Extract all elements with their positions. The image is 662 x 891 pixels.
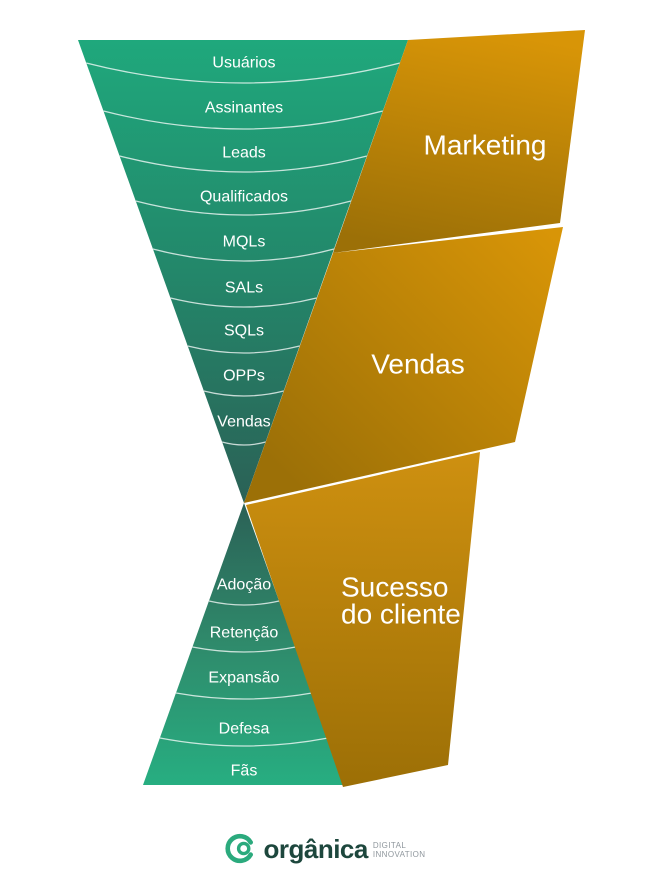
band-label: do cliente [341, 599, 461, 630]
funnel-stage-label: SALs [225, 280, 263, 297]
funnel-bottom-cone [143, 503, 345, 785]
funnel-divider-line [86, 62, 401, 84]
funnel-stage-label: Usuários [212, 55, 275, 72]
band-vendas [244, 227, 563, 503]
funnel-stage-label: SQLs [224, 323, 264, 340]
brand-footer: orgânica DIGITAL INNOVATION [224, 833, 425, 864]
band-marketing [333, 30, 585, 253]
funnel-divider-line [159, 737, 329, 747]
funnel-divider-line [203, 390, 284, 397]
funnel-stage-label: OPPs [223, 368, 265, 385]
funnel-divider-line [208, 600, 280, 606]
funnel-divider-line [135, 200, 352, 216]
organica-logo-icon [225, 833, 253, 864]
brand-name: orgânica [263, 833, 368, 864]
funnel-stage-label: Leads [222, 145, 266, 162]
band-label: Vendas [371, 349, 464, 380]
funnel-stage-label: MQLs [223, 234, 266, 251]
brand-tagline: DIGITAL INNOVATION [373, 841, 426, 859]
tagline-line1: DIGITAL [372, 841, 407, 850]
funnel-stage-label: Defesa [219, 721, 270, 738]
funnel-divider-line [170, 297, 317, 308]
funnel-top-cone [78, 40, 408, 503]
funnel-stage-label: Vendas [217, 414, 270, 431]
funnel-divider-line [119, 155, 368, 173]
band-label: Marketing [424, 130, 547, 161]
tagline-line2: INNOVATION [372, 850, 426, 859]
funnel-stage-label: Expansão [208, 670, 279, 687]
funnel-bottom-dividers [159, 600, 329, 747]
funnel-stage-label: Assinantes [205, 100, 283, 117]
funnel-top-stage-labels: UsuáriosAssinantesLeadsQualificadosMQLsS… [200, 55, 288, 431]
funnel-divider-line [103, 110, 384, 130]
funnel-stage-label: Qualificados [200, 189, 288, 206]
funnel-stage-label: Retenção [210, 625, 279, 642]
band-label: Sucesso [341, 572, 448, 603]
funnel-divider-line [221, 441, 266, 446]
band-sucesso [246, 452, 480, 787]
funnel-divider-line [175, 692, 313, 700]
funnel-stage-label: Adoção [217, 577, 271, 594]
funnel-top-dividers [86, 62, 401, 446]
funnel-stage-label: Fãs [231, 763, 258, 780]
funnel-divider-line [152, 248, 335, 262]
funnel-divider-line [187, 345, 300, 354]
funnel-divider-line [192, 646, 296, 653]
